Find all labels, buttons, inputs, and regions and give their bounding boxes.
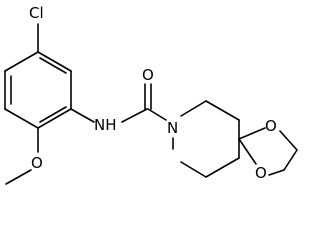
bond-nh-c-amide <box>121 108 148 123</box>
bond-o-ch2 <box>279 130 298 151</box>
atom-labels: Cl O NH N O O O <box>29 4 277 182</box>
bond-aromatic <box>4 108 39 129</box>
bond-spiro-o <box>238 127 266 140</box>
bond-ring <box>205 157 240 178</box>
bond-aromatic <box>37 108 72 129</box>
bond-aromatic-inner <box>39 57 67 74</box>
bond-aromatic <box>4 51 39 72</box>
atom-n-ring: N <box>167 119 178 137</box>
bond-ring <box>180 161 207 178</box>
atom-nh: NH <box>94 116 117 134</box>
atom-o-carbonyl: O <box>142 66 154 84</box>
bond-ring <box>205 100 240 121</box>
bond-ch2-ch2 <box>283 149 298 171</box>
bond-spiro-o <box>238 138 257 165</box>
atom-cl: Cl <box>29 4 44 22</box>
bond-o-ch3 <box>5 169 32 185</box>
bond-c-n-ring <box>147 108 167 121</box>
bond-ch2-o <box>268 169 285 176</box>
bond-aromatic-inner <box>39 106 67 123</box>
bond-ring <box>180 100 207 117</box>
bond-aromatic <box>37 51 72 72</box>
atom-o-methoxy: O <box>31 154 43 172</box>
atom-o-dioxolane-bottom: O <box>255 164 267 182</box>
bonds <box>4 23 298 185</box>
bond-c-nh <box>70 108 95 123</box>
molecule-structure: Cl O NH N O O O <box>4 4 298 185</box>
atom-o-dioxolane-top: O <box>265 117 277 135</box>
